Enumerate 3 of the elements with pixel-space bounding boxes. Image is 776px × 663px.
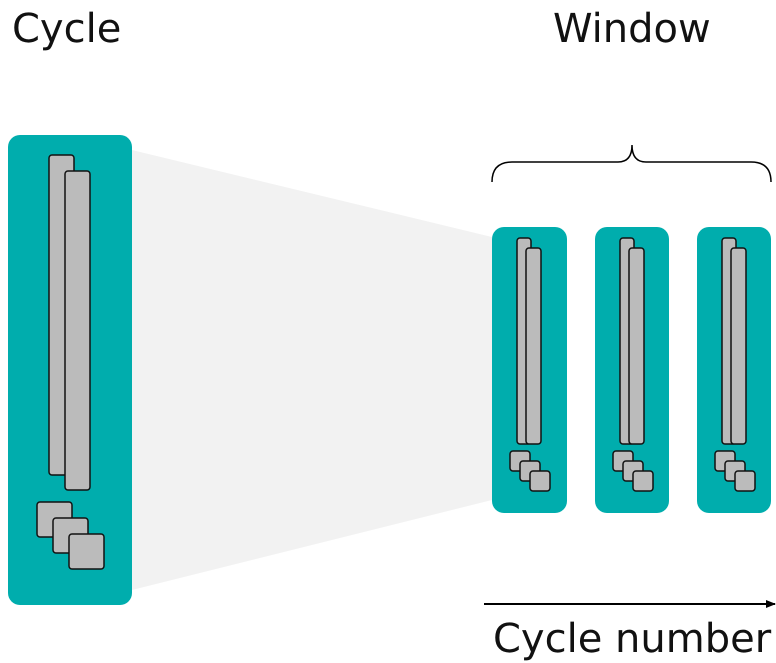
heading: Cycle: [12, 5, 122, 53]
axis-label: Cycle number: [493, 615, 772, 663]
heading: Window: [553, 5, 711, 53]
